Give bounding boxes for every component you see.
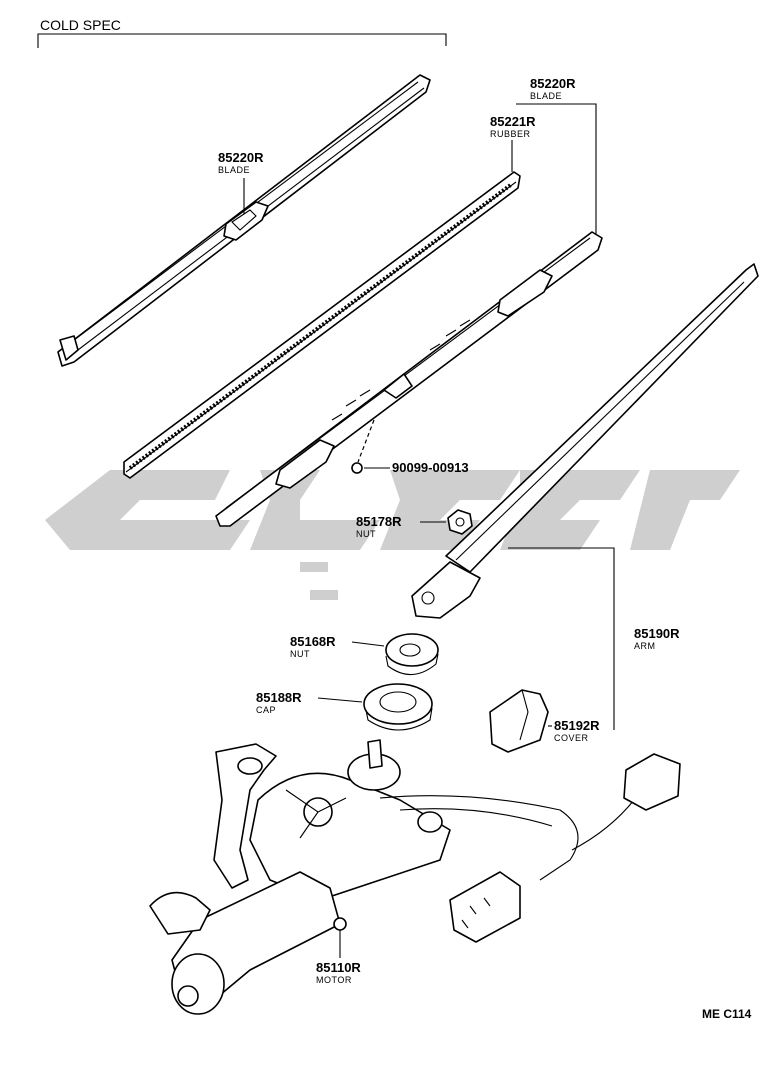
leader-nut-pivot: [351, 641, 385, 647]
nut-arm-name: NUT: [356, 529, 376, 539]
nut-pivot-drawing: [385, 633, 439, 676]
leader-arm: [508, 547, 615, 730]
clip-number: 90099-00913: [392, 460, 469, 475]
leader-cap: [317, 697, 363, 703]
rubber-name: RUBBER: [490, 129, 531, 139]
arm-number: 85190R: [634, 626, 680, 641]
header-title: COLD SPEC: [40, 17, 121, 33]
arm-drawing: [411, 263, 759, 619]
nut-pivot-number: 85168R: [290, 634, 336, 649]
clip-drawing: [351, 419, 375, 474]
blade-right-number: 85220R: [530, 76, 576, 91]
nut-arm-number: 85178R: [356, 514, 402, 529]
motor-drawing: [149, 739, 681, 1015]
cover-number: 85192R: [554, 718, 600, 733]
rubber-number: 85221R: [490, 114, 536, 129]
motor-number: 85110R: [316, 960, 361, 975]
motor-name: MOTOR: [316, 975, 352, 985]
arm-name: ARM: [634, 641, 656, 651]
blade-left-number: 85220R: [218, 150, 264, 165]
nut-arm-drawing: [447, 509, 473, 535]
blade-left-drawing: [57, 74, 431, 367]
diagram-code: ME C114: [702, 1007, 752, 1021]
blade-left-name: BLADE: [218, 165, 250, 175]
nut-pivot-name: NUT: [290, 649, 310, 659]
cap-drawing: [363, 683, 433, 731]
blade-right-name: BLADE: [530, 91, 562, 101]
cover-name: COVER: [554, 733, 589, 743]
cap-number: 85188R: [256, 690, 302, 705]
leader-blade-right: [516, 103, 597, 234]
rubber-drawing: [123, 171, 521, 479]
blade-right-drawing: [215, 231, 603, 527]
cold-spec-header: COLD SPEC: [37, 17, 447, 48]
cap-name: CAP: [256, 705, 276, 715]
watermark-logo: [45, 470, 740, 600]
cover-drawing: [489, 689, 549, 753]
